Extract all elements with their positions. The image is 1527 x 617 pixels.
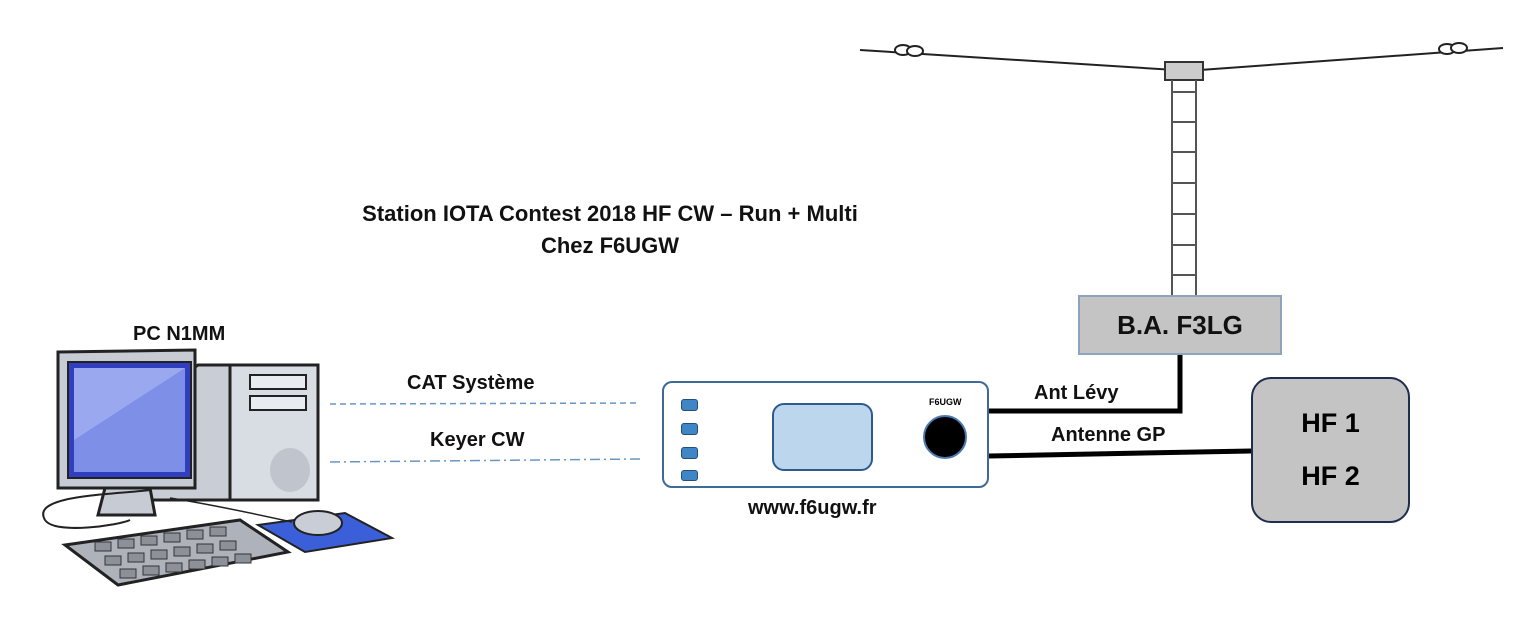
antenne-gp-label: Antenne GP (1051, 424, 1166, 446)
cat-link-line (329, 402, 641, 405)
cable-antenne-gp (988, 448, 1252, 459)
diagram-title-line1: Station IOTA Contest 2018 HF CW – Run + … (362, 201, 858, 226)
radio-hf1-label: HF 1 (1301, 408, 1360, 438)
interface-led-1 (681, 399, 698, 411)
interface-screen (772, 403, 873, 471)
interface-url: www.f6ugw.fr (748, 497, 877, 519)
cat-link-label: CAT Système (407, 372, 535, 394)
radio-hf2-label: HF 2 (1301, 461, 1360, 491)
computer-label: PC N1MM (133, 323, 226, 345)
interface-led-3 (681, 447, 698, 459)
cable-ant-levy (989, 355, 1183, 414)
radios-box: HF 1 HF 2 (1251, 377, 1410, 523)
balun-label: B.A. F3LG (1117, 309, 1243, 340)
keyer-link-label: Keyer CW (430, 429, 525, 451)
center-insulator (1164, 61, 1204, 81)
levy-dipole-antenna (859, 42, 1504, 81)
interface-led-2 (681, 423, 698, 435)
balun-box: B.A. F3LG (1078, 295, 1282, 355)
insulator-left-icon (894, 44, 924, 57)
diagram-title-line2: Chez F6UGW (540, 233, 680, 258)
interface-knob-icon (923, 415, 967, 459)
ant-levy-label: Ant Lévy (1034, 382, 1119, 404)
ladder-line-feeder (1171, 80, 1197, 295)
computer-icon (42, 348, 396, 587)
interface-box: F6UGW (662, 381, 989, 488)
interface-brand: F6UGW (929, 397, 962, 407)
insulator-right-icon (1438, 42, 1468, 55)
keyer-link-line (329, 458, 641, 463)
interface-led-4 (681, 470, 698, 481)
